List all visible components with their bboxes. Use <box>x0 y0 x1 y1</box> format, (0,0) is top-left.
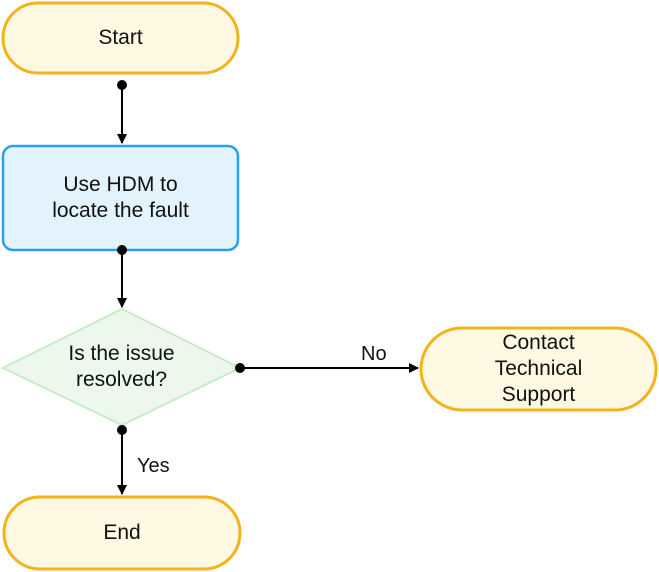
yes-edge-label: Yes <box>137 455 170 477</box>
edge-process-to-decision <box>117 245 127 308</box>
edge-decision-to-end <box>117 425 127 495</box>
process-node <box>1 144 240 252</box>
no-edge-label: No <box>361 343 387 365</box>
start-node <box>1 1 240 75</box>
contact-support-node <box>419 326 658 412</box>
decision-node <box>0 307 243 427</box>
edge-decision-to-contact <box>235 363 419 373</box>
end-node <box>2 495 242 571</box>
edge-start-to-process <box>117 80 127 144</box>
